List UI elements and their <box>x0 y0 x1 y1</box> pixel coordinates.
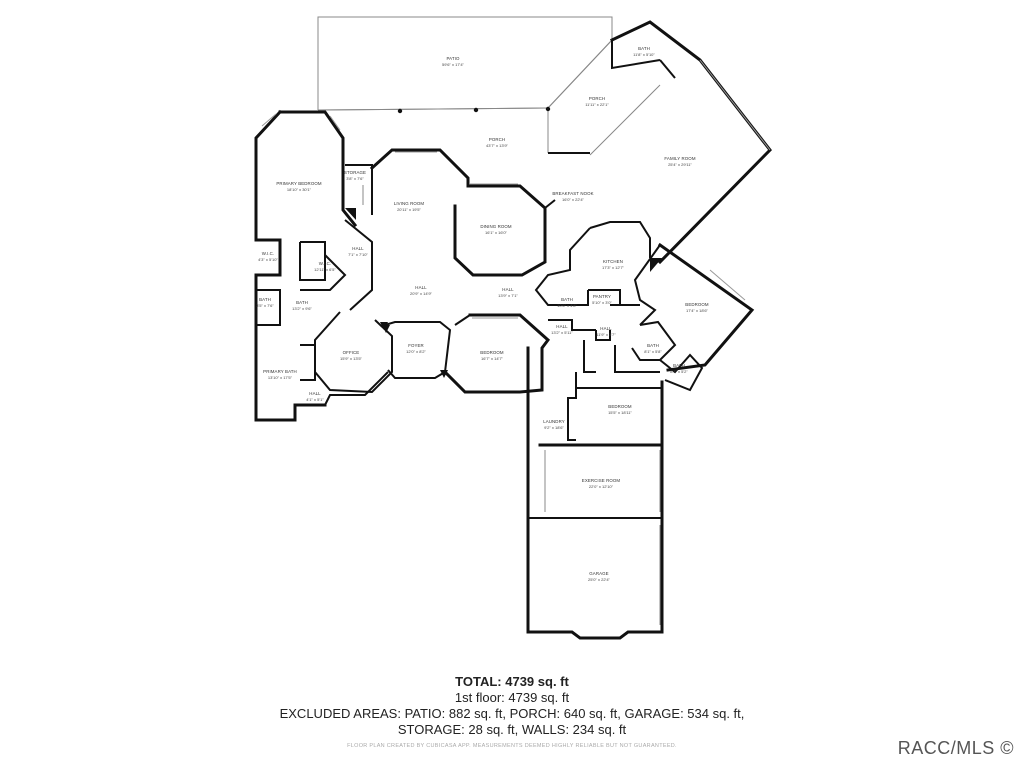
label-family-room: FAMILY ROOM <box>664 156 695 161</box>
label-pantry: PANTRY <box>593 294 611 299</box>
dims-wic-2: 12'11" x 6'5" <box>314 267 336 272</box>
dims-kitchen: 17'3" x 12'7" <box>602 265 625 270</box>
bedroom-ne-walls <box>633 242 755 372</box>
dims-bedroom-se: 15'5" x 18'11" <box>608 410 632 415</box>
dims-bedroom-mid: 16'7" x 14'7" <box>481 356 504 361</box>
dims-primary-bedroom: 18'10" x 30'1" <box>287 187 312 192</box>
label-bedroom-se: BEDROOM <box>608 404 632 409</box>
label-kitchen: KITCHEN <box>603 259 623 264</box>
dims-porch-ne: 11'11" x 22'1" <box>585 102 609 107</box>
porch-outline <box>317 107 549 153</box>
label-dining-room: DINING ROOM <box>480 224 512 229</box>
excluded-areas: EXCLUDED AREAS: PATIO: 882 sq. ft, PORCH… <box>279 706 745 721</box>
label-hall-4: HALL <box>600 326 612 331</box>
dims-hall-5: 4'1" x 5'1" <box>306 397 324 402</box>
hall-walls <box>548 319 611 373</box>
dims-garage: 25'0" x 22'4" <box>588 577 611 582</box>
dims-living-room: 20'11" x 19'5" <box>397 207 421 212</box>
label-hall-3: HALL <box>556 324 568 329</box>
storage-walls-area: STORAGE: 28 sq. ft, WALLS: 234 sq. ft <box>397 722 627 737</box>
label-wic-1: W.I.C. <box>262 251 275 256</box>
dims-office: 15'9" x 13'5" <box>340 356 363 361</box>
label-exercise-room: EXERCISE ROOM <box>582 478 621 483</box>
dims-storage: 3'8" x 7'6" <box>346 176 364 181</box>
east-baths-walls <box>614 320 704 392</box>
label-patio: PATIO <box>446 56 460 61</box>
label-laundry: LAUNDRY <box>543 419 565 424</box>
area-summary: TOTAL: 4739 sq. ft 1st floor: 4739 sq. f… <box>0 673 1024 738</box>
label-living-room: LIVING ROOM <box>394 201 425 206</box>
room-labels: PATIO 59'6" x 17'4" BATH 11'8" x 5'10" P… <box>256 46 709 582</box>
label-bath-e2: BATH <box>673 363 685 368</box>
floor-plan-drawing: PATIO 59'6" x 17'4" BATH 11'8" x 5'10" P… <box>254 16 772 640</box>
dims-breakfast-nook: 16'0" x 22'4" <box>562 197 585 202</box>
living-room-walls <box>369 148 556 277</box>
dims-bath-e1: 8'1" x 5'8" <box>644 349 662 354</box>
label-bedroom-ne: BEDROOM <box>685 302 709 307</box>
label-hall-1: HALL <box>352 246 364 251</box>
label-primary-bath: PRIMARY BATH <box>263 369 297 374</box>
label-bath-e1: BATH <box>647 343 659 348</box>
dims-dining-room: 16'1" x 16'0" <box>485 230 508 235</box>
label-bath-ne: BATH <box>638 46 650 51</box>
label-bedroom-mid: BEDROOM <box>480 350 504 355</box>
label-garage: GARAGE <box>589 571 608 576</box>
label-office: OFFICE <box>343 350 360 355</box>
dims-bath-primary: 13'2" x 9'6" <box>292 306 312 311</box>
dims-porch: 43'7" x 13'9" <box>486 143 509 148</box>
dims-foyer: 12'0" x 8'2" <box>406 349 426 354</box>
kitchen-walls <box>534 221 662 306</box>
dims-hall-2: 13'9" x 7'1" <box>498 293 518 298</box>
dims-hall-3: 13'2" x 5'11" <box>551 330 573 335</box>
label-primary-bedroom: PRIMARY BEDROOM <box>276 181 321 186</box>
dims-bath-small: 3'5" x 7'6" <box>256 303 274 308</box>
label-hall-2: HALL <box>502 287 514 292</box>
west-wings-walls <box>254 219 389 422</box>
label-wic-2: W.I.C. <box>319 261 332 266</box>
label-foyer: FOYER <box>408 343 424 348</box>
storage-walls <box>345 164 373 220</box>
label-bath-primary: BATH <box>296 300 308 305</box>
label-storage: STORAGE <box>344 170 366 175</box>
dims-bedroom-ne: 17'4" x 18'6" <box>686 308 709 313</box>
dims-laundry: 9'2" x 18'6" <box>544 425 564 430</box>
dims-bath-ne: 11'8" x 5'10" <box>633 52 655 57</box>
dims-hall-4: 11'9" x 3'7" <box>596 332 616 337</box>
dims-bath-e2: 8'1" x 5'2" <box>670 369 688 374</box>
primary-bedroom-walls <box>254 109 358 242</box>
dims-patio: 59'6" x 17'4" <box>442 62 465 67</box>
office-walls <box>314 311 393 394</box>
mls-watermark: RACC/MLS © <box>897 738 1014 758</box>
dims-hall-1: 7'1" x 7'10" <box>348 252 368 257</box>
label-porch: PORCH <box>489 137 505 142</box>
disclaimer: FLOOR PLAN CREATED BY CUBICASA APP. MEAS… <box>347 743 677 749</box>
south-wing-walls <box>526 346 664 640</box>
dims-wic-1: 4'3" x 5'10" <box>258 257 278 262</box>
family-room-walls <box>547 20 772 265</box>
label-porch-ne: PORCH <box>589 96 605 101</box>
dims-pantry: 5'10" x 3'0" <box>592 300 612 305</box>
label-bath-small: BATH <box>259 297 271 302</box>
dims-family-room: 25'4" x 29'11" <box>668 162 692 167</box>
dims-primary-bath: 13'10" x 17'5" <box>268 375 293 380</box>
patio-outline <box>317 16 613 111</box>
label-breakfast-nook: BREAKFAST NOOK <box>552 191 593 196</box>
bedroom-mid-walls <box>442 313 551 394</box>
label-hall-main: HALL <box>415 285 427 290</box>
dims-bath-kitchen: 10'6" x 4'8" <box>557 303 577 308</box>
dims-exercise-room: 22'0" x 12'10" <box>589 484 614 489</box>
patio-posts <box>382 106 551 333</box>
total-area: TOTAL: 4739 sq. ft <box>455 674 569 689</box>
label-hall-5: HALL <box>309 391 321 396</box>
dims-hall-main: 20'9" x 14'9" <box>410 291 433 296</box>
floor-area: 1st floor: 4739 sq. ft <box>454 690 570 705</box>
label-bath-kitchen: BATH <box>561 297 573 302</box>
